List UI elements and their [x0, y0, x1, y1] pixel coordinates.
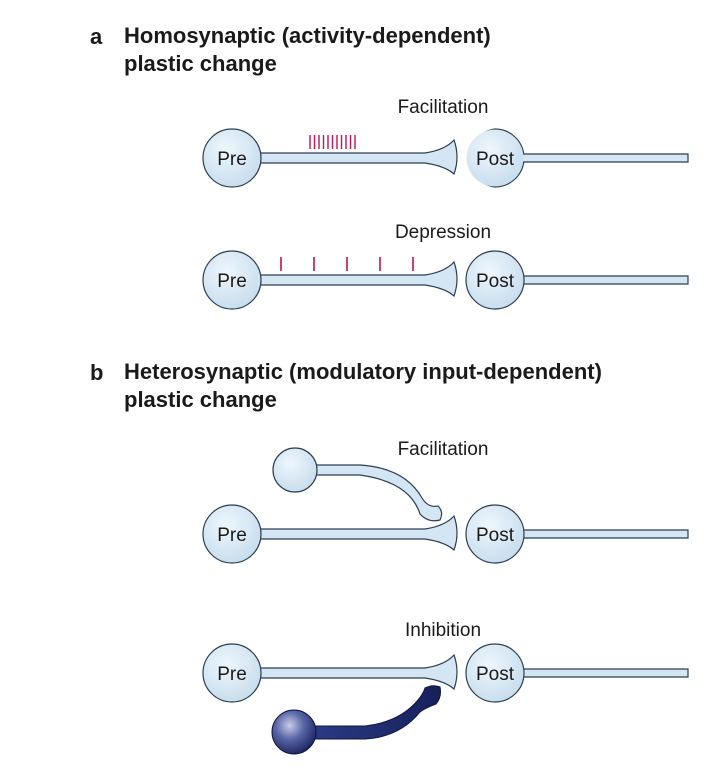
section-a-title-line2: plastic change	[124, 51, 277, 76]
post-axon	[519, 529, 689, 539]
pre-cell-body	[202, 643, 262, 703]
section-b-letter: b	[90, 360, 104, 385]
post-cell-body	[465, 643, 525, 703]
post-cell-body	[465, 250, 525, 310]
panel-b-inhibition: Inhibition Pre Post	[202, 620, 689, 755]
section-a-letter: a	[90, 24, 103, 49]
pre-cell-label: Pre	[217, 525, 247, 546]
high-frequency-spikes	[309, 135, 356, 149]
panel-label-a-depression: Depression	[395, 222, 491, 243]
section-a-title: Homosynaptic (activity-dependent) plasti…	[124, 22, 491, 78]
pre-cell-body	[202, 504, 262, 564]
post-cell-label: Post	[476, 525, 515, 546]
panel-a-facilitation: Facilitation Pre Post	[202, 97, 689, 188]
panel-b-facilitation: Facilitation Pre Post	[202, 439, 689, 564]
panel-label-b-facilitation: Facilitation	[398, 439, 489, 460]
section-b-title-line1: Heterosynaptic (modulatory input-depende…	[124, 359, 602, 384]
modulatory-cell-body	[272, 447, 318, 493]
panel-label-b-inhibition: Inhibition	[405, 620, 481, 641]
post-cell-label: Post	[476, 271, 515, 292]
pre-axon-terminal	[254, 653, 458, 691]
pre-cell-label: Pre	[217, 271, 247, 292]
pre-cell-label: Pre	[217, 664, 247, 685]
post-cell-label: Post	[476, 664, 515, 685]
post-axon	[519, 275, 689, 285]
panel-label-a-facilitation: Facilitation	[398, 97, 489, 118]
pre-cell-label: Pre	[217, 149, 247, 170]
post-cell-body	[465, 504, 525, 564]
post-axon	[519, 153, 689, 163]
panel-a-depression: Depression Pre Post	[202, 222, 689, 310]
section-b-title-line2: plastic change	[124, 387, 277, 412]
section-a-title-line1: Homosynaptic (activity-dependent)	[124, 23, 491, 48]
modulatory-axon	[314, 464, 443, 522]
pre-cell-body	[202, 250, 262, 310]
inhibitory-cell-body	[271, 709, 317, 755]
low-frequency-spikes	[280, 257, 414, 271]
inhibitory-axon	[314, 685, 441, 740]
section-b-title: Heterosynaptic (modulatory input-depende…	[124, 358, 602, 414]
post-cell-label: Post	[476, 149, 515, 170]
post-axon	[519, 668, 689, 678]
pre-axon-terminal	[254, 514, 458, 552]
pre-cell-body	[202, 128, 262, 188]
pre-axon-terminal	[254, 138, 458, 176]
pre-axon-terminal	[254, 260, 458, 298]
